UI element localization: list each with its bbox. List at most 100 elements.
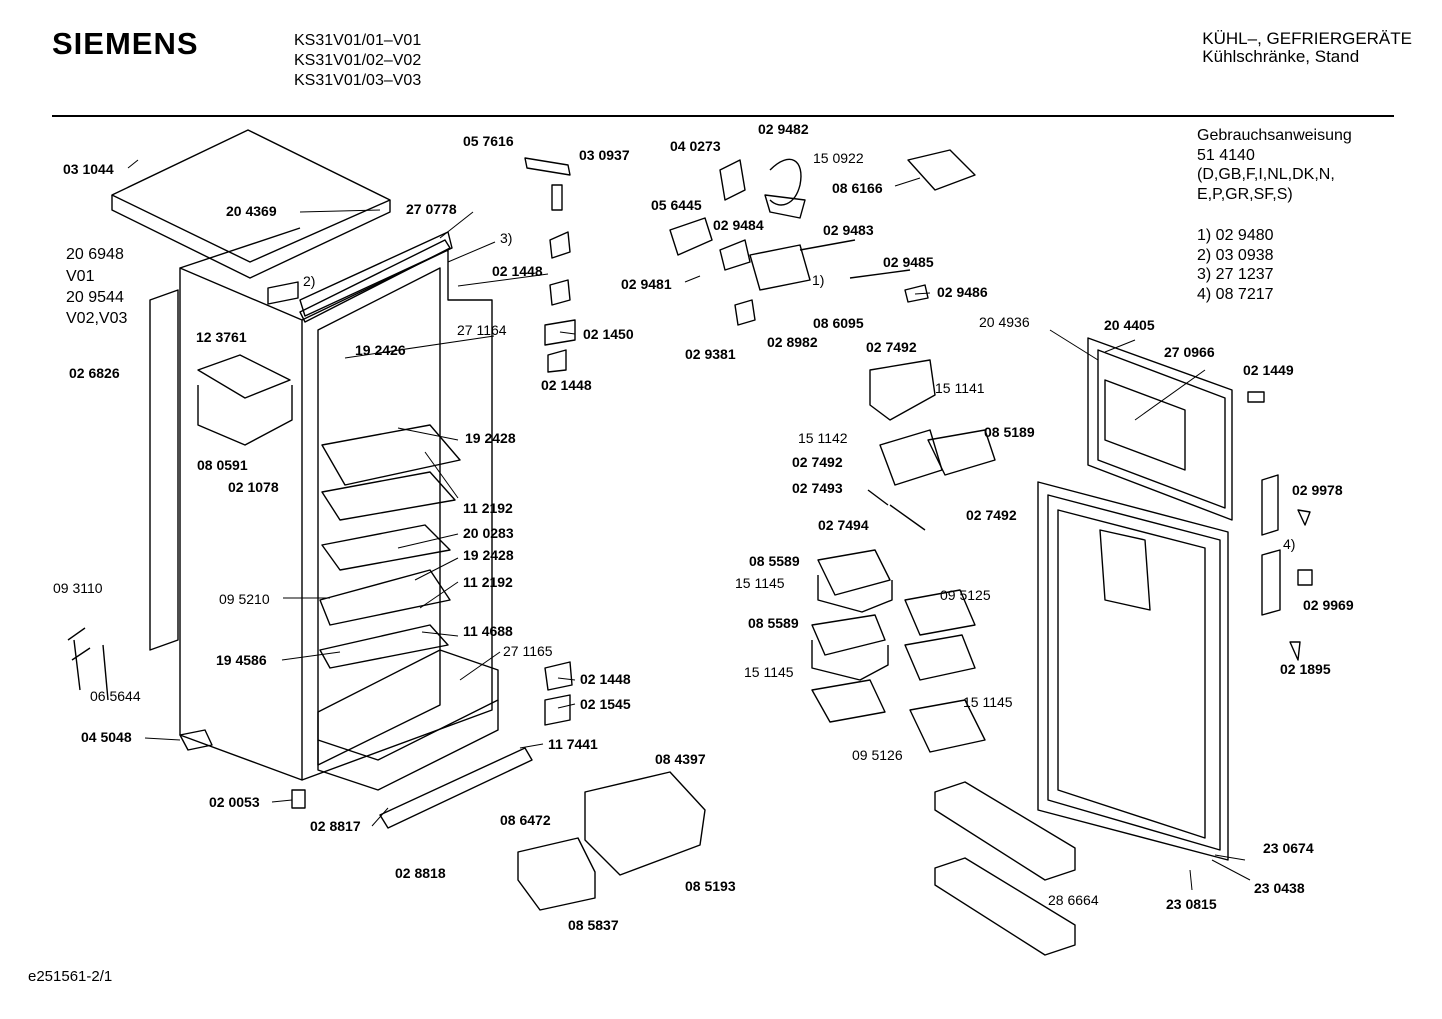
part-label: 11 4688 [463, 623, 513, 639]
leader-line [127, 159, 139, 169]
light-switch [524, 157, 571, 176]
screw [1289, 641, 1301, 661]
door-hinge-bracket [267, 281, 299, 305]
hinge-pin [549, 231, 571, 259]
leader-line [447, 241, 496, 263]
door-shelf [934, 781, 1076, 881]
part-label: 15 1141 [935, 380, 985, 396]
thermostat-panel [299, 231, 453, 317]
door-bin [811, 679, 886, 723]
part-label: 02 9486 [937, 284, 988, 300]
door-assembly [934, 337, 1313, 956]
egg-tray-base [811, 640, 889, 681]
door-hinge [1261, 474, 1279, 536]
part-label: 02 7494 [818, 517, 869, 533]
part-label: 23 0674 [1263, 840, 1314, 856]
door-shelf [934, 857, 1076, 956]
part-label: 02 1545 [580, 696, 631, 712]
part-label: 23 0815 [1166, 896, 1217, 912]
part-label: 06 5644 [90, 688, 141, 704]
part-label: 03 1044 [63, 161, 114, 177]
footnote: 3) 27 1237 [1197, 266, 1274, 283]
large-bin [584, 771, 706, 876]
part-label: 04 5048 [81, 729, 132, 745]
screw [1297, 509, 1311, 526]
footnote-marker: 4) [1283, 536, 1296, 552]
leader-line [281, 651, 341, 661]
hinge-pin [547, 349, 567, 373]
leader-line [397, 533, 459, 549]
leader-line [421, 631, 459, 637]
part-label: 09 5210 [219, 591, 270, 607]
fridge-door [1037, 481, 1229, 861]
leader-line [557, 677, 576, 681]
leader-line [1189, 869, 1193, 891]
part-label: 02 9381 [685, 346, 736, 362]
part-label: 08 5589 [748, 615, 799, 631]
hinge-pin [544, 661, 573, 691]
cabinet-inner-outline [317, 267, 441, 766]
shelf [319, 624, 449, 669]
part-label: 08 5589 [749, 553, 800, 569]
part-label: 09 3110 [53, 580, 103, 596]
hinge-bracket-lower [544, 694, 571, 726]
ice-tray-box [197, 385, 293, 446]
cabinet-back-edge [179, 227, 301, 269]
egg-tray [811, 614, 886, 656]
lamp-socket [551, 184, 563, 211]
part-label: 27 1165 [503, 643, 553, 659]
leader-line [344, 335, 495, 359]
knob [904, 284, 929, 303]
model-number: KS31V01/03–V03 [294, 72, 422, 89]
leader-line [557, 703, 576, 709]
part-label: 02 9483 [823, 222, 874, 238]
freezer-door-panel [1104, 379, 1186, 471]
evaporator-bar [299, 239, 451, 323]
leader-line [414, 557, 459, 581]
part-label: 20 6948 [66, 246, 124, 263]
switch-rod [849, 269, 911, 279]
thermostat-housing [764, 194, 806, 219]
part-label: 15 1145 [963, 694, 1013, 710]
drain-plug [179, 729, 213, 751]
leader-line [1134, 369, 1206, 421]
part-label: 19 4586 [216, 652, 267, 668]
cap [1297, 569, 1313, 586]
part-label: 08 6472 [500, 812, 551, 828]
part-label: 02 1895 [1280, 661, 1331, 677]
manual-languages: (D,GB,F,I,NL,DK,N, [1197, 166, 1335, 183]
footnotes: 1) 02 9480 2) 03 0938 3) 27 1237 4) 08 7… [1197, 226, 1274, 304]
part-label: 12 3761 [196, 329, 247, 345]
control-components [524, 149, 976, 726]
part-label: 02 8817 [310, 818, 361, 834]
part-label: 02 9481 [621, 276, 672, 292]
leader-line [1049, 329, 1099, 361]
model-list: KS31V01/01–V01 KS31V01/02–V02 KS31V01/03… [294, 31, 421, 91]
part-label: 05 7616 [463, 133, 514, 149]
part-label: 08 6166 [832, 180, 883, 196]
leader-line [397, 427, 459, 441]
part-label: 27 1164 [457, 322, 507, 338]
leader-line [894, 177, 921, 187]
kick-plate [379, 747, 533, 829]
spring [867, 489, 889, 506]
hinge-pin [549, 279, 571, 306]
leader-line [1214, 854, 1246, 861]
freezer-door-liner [1097, 349, 1226, 509]
leader-line [299, 209, 381, 213]
crisper-drawer-front [317, 700, 499, 791]
butter-compartment [869, 359, 936, 421]
egg-tray [817, 549, 891, 596]
part-label: 27 0778 [406, 201, 457, 217]
part-label: 19 2426 [355, 342, 406, 358]
lamp-cover [669, 217, 713, 256]
leader-lines [127, 159, 1251, 891]
leader-line [1211, 859, 1251, 881]
brand-logo: SIEMENS [52, 26, 199, 61]
bottle-holder [904, 634, 976, 681]
part-label: 19 2428 [463, 547, 514, 563]
bottle-holder [909, 699, 986, 753]
thermostat-sensor [67, 627, 91, 691]
leveling-foot [291, 789, 306, 809]
